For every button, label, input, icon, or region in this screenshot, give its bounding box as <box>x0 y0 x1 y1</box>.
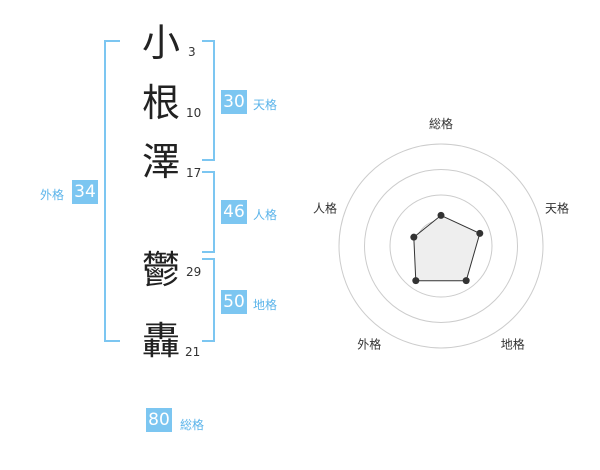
chikaku-label: 地格 <box>253 298 278 312</box>
radar-polygon <box>413 214 481 282</box>
chikaku-value: 50 <box>221 290 247 314</box>
soukaku-label: 総格 <box>180 418 205 432</box>
radar-axis-label: 天格 <box>545 200 569 215</box>
radar-axis-label: 総格 <box>429 116 453 131</box>
name-char-3: 澤 <box>142 140 181 184</box>
radar-ring <box>389 194 493 298</box>
chikaku-bracket <box>202 258 215 342</box>
jinkaku-bracket <box>202 171 215 253</box>
radar-point <box>462 277 470 285</box>
radar-point <box>410 233 418 241</box>
radar-axis-label: 人格 <box>313 200 337 215</box>
stroke-count-4: 29 <box>186 265 202 279</box>
name-char-2: 根 <box>142 81 181 125</box>
radar-axis-label: 外格 <box>357 337 381 352</box>
soukaku-value: 80 <box>146 408 172 432</box>
name-char-4: 鬱 <box>142 248 181 292</box>
radar-ring <box>338 143 544 349</box>
tenkaku-label: 天格 <box>253 98 278 112</box>
tenkaku-bracket <box>202 40 215 161</box>
stroke-count-3: 17 <box>186 166 202 180</box>
gaikaku-label: 外格 <box>40 188 65 202</box>
stroke-count-5: 21 <box>185 345 201 359</box>
gaikaku-bracket <box>104 40 120 342</box>
radar-point <box>437 211 445 219</box>
radar-axis-label: 地格 <box>501 337 525 352</box>
tenkaku-value: 30 <box>221 90 247 114</box>
radar-ring <box>364 169 518 323</box>
name-char-1: 小 <box>142 21 181 65</box>
jinkaku-value: 46 <box>221 200 247 224</box>
jinkaku-label: 人格 <box>253 208 278 222</box>
stroke-count-2: 10 <box>186 106 202 120</box>
stroke-count-1: 3 <box>188 45 196 59</box>
radar-point <box>476 229 484 237</box>
name-char-5: 轟 <box>142 319 181 363</box>
gaikaku-value: 34 <box>72 180 98 204</box>
radar-point <box>412 277 420 285</box>
